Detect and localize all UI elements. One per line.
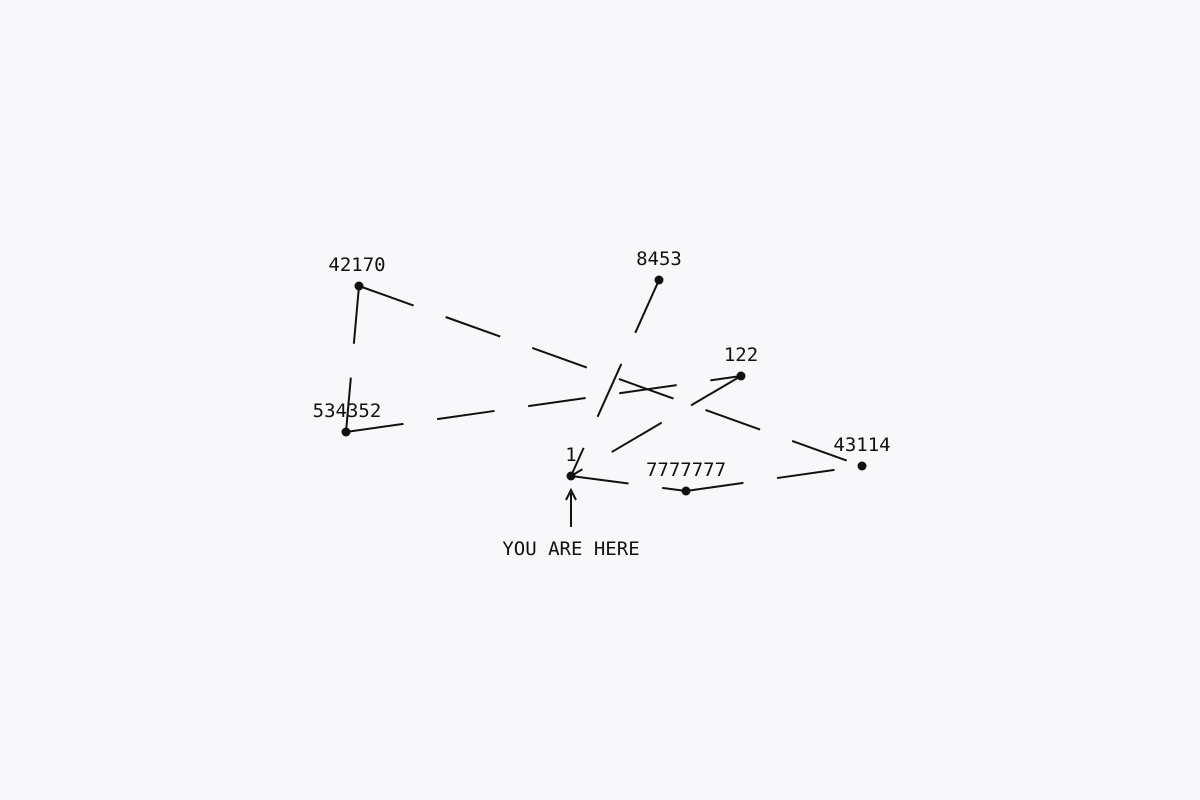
edge-534352-122	[345, 375, 742, 433]
edge-42170-534352	[345, 285, 360, 433]
node-label-42170: 42170	[328, 254, 385, 276]
node-label-7777777: 7777777	[646, 459, 726, 481]
edge-7777777-43114	[685, 465, 863, 492]
arrowhead-icon	[565, 487, 577, 501]
node-label-1: 1	[565, 444, 576, 466]
node-534352	[341, 427, 351, 437]
node-label-534352: 534352	[313, 400, 382, 422]
edge-122-1	[570, 375, 742, 477]
node-42170	[354, 281, 364, 291]
node-label-122: 122	[724, 344, 758, 366]
edge-8453-1	[570, 279, 660, 477]
node-1	[566, 471, 576, 481]
you-are-here-label: YOU ARE HERE	[502, 538, 639, 560]
node-7777777	[681, 486, 691, 496]
node-122	[736, 371, 746, 381]
edge-1-7777777	[570, 475, 687, 492]
edge-42170-43114	[358, 285, 863, 467]
node-label-8453: 8453	[636, 248, 682, 270]
node-label-43114: 43114	[833, 434, 890, 456]
node-8453	[654, 275, 664, 285]
node-43114	[857, 461, 867, 471]
